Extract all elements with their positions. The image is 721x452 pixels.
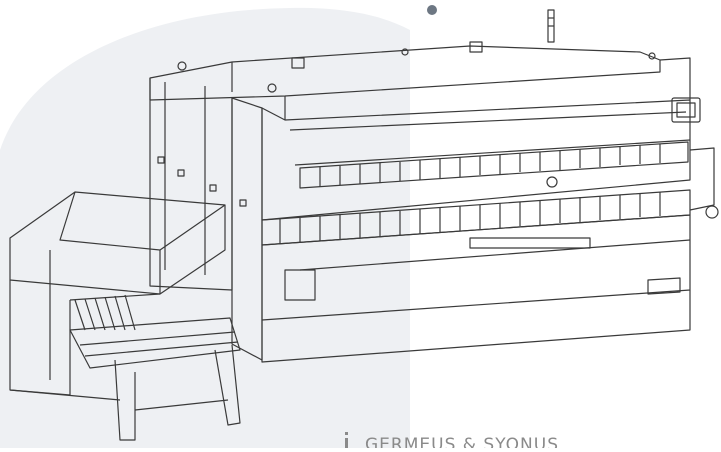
control-panel [671,97,701,123]
stacker-rollers [74,294,136,331]
brand-watermark: GERMEUS & SYONUS [345,430,721,448]
output-table [69,317,241,369]
watermark-mark-icon [345,432,348,448]
watermark-text: GERMEUS & SYONUS [365,435,560,448]
control-arm [659,57,691,100]
lower-feed-ribs [279,192,661,244]
upper-roller-ribs [319,144,661,187]
top-dot [427,5,437,15]
